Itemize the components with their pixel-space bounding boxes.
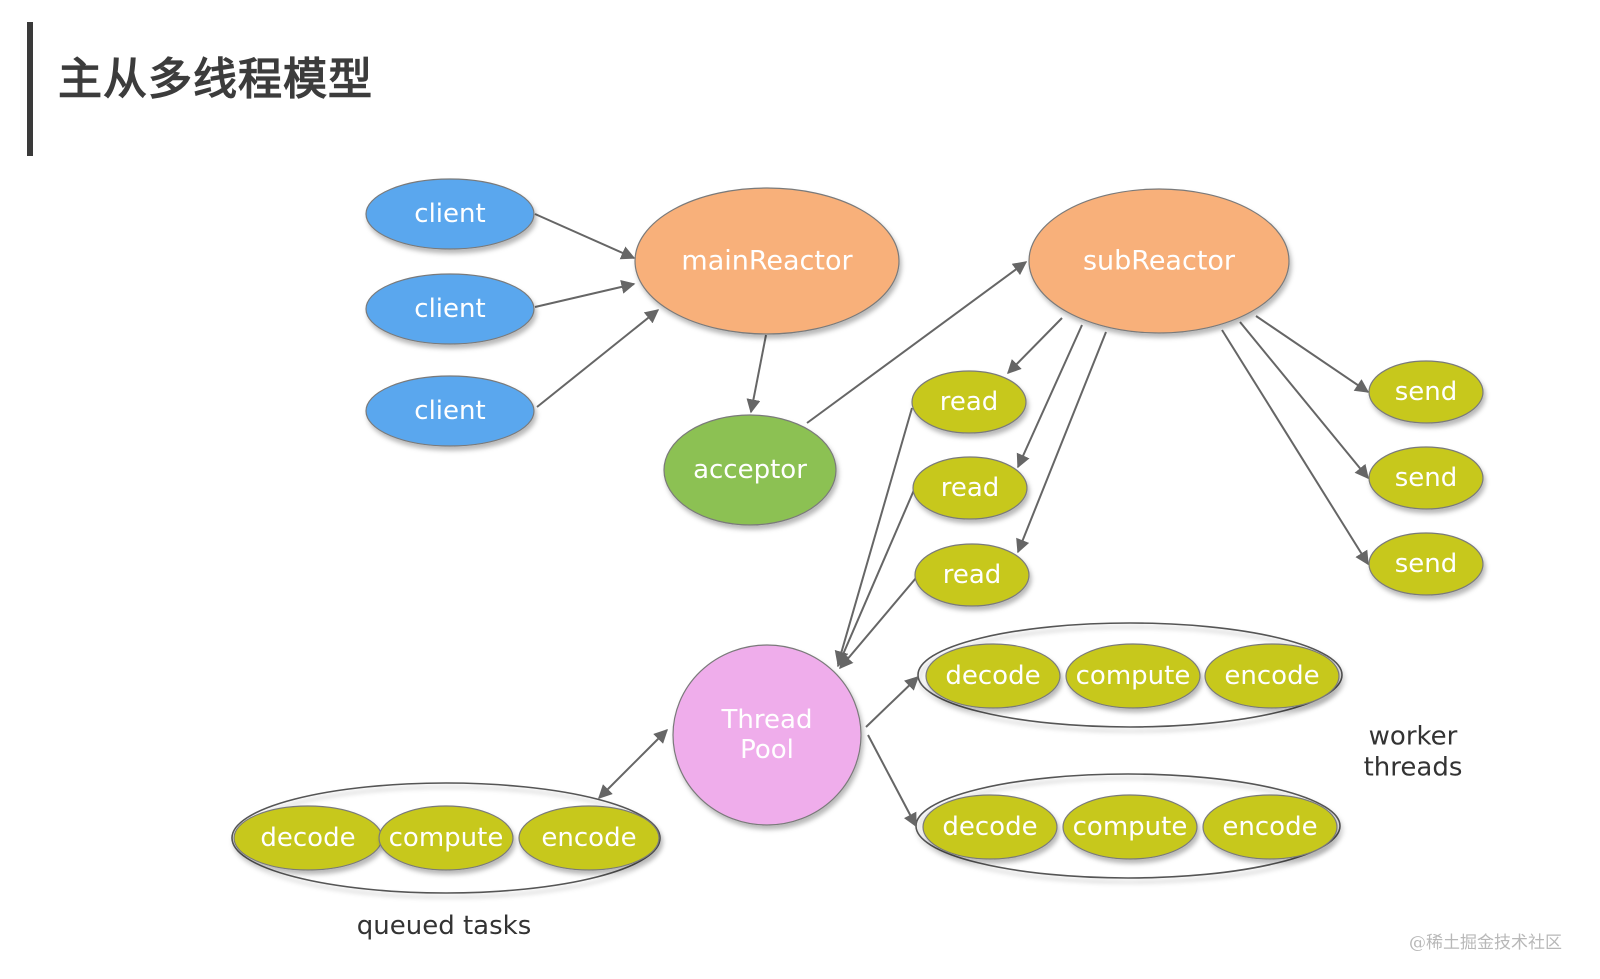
queued-tasks-label: queued tasks xyxy=(357,911,532,941)
queued-compute-node-label: compute xyxy=(389,823,504,853)
sub-reactor-node xyxy=(1028,188,1290,334)
send-node-3 xyxy=(1368,532,1484,596)
edge-sub-reactor-to-send-3 xyxy=(1221,329,1369,566)
worker-1-encode-node-label: encode xyxy=(1224,661,1319,691)
edge-sub-reactor-to-read-1 xyxy=(1007,317,1063,374)
queued-compute-node xyxy=(378,805,514,871)
worker-2-compute-node-label: compute xyxy=(1073,812,1188,842)
worker-1-decode-node-label: decode xyxy=(945,661,1040,691)
thread-pool-node xyxy=(672,644,862,826)
send-node-2 xyxy=(1368,446,1484,510)
main-reactor-node xyxy=(634,187,900,335)
read-node-3-label: read xyxy=(943,560,1002,590)
worker-1-decode-node xyxy=(925,643,1061,709)
main-reactor-node-label: mainReactor xyxy=(681,246,853,277)
client-node-3-label: client xyxy=(414,396,485,426)
client-node-3 xyxy=(365,375,535,447)
worker-2-encode-node xyxy=(1202,794,1338,860)
worker-thread-group-1 xyxy=(917,622,1343,728)
title-accent-bar xyxy=(27,22,33,156)
edge-read-1-to-thread-pool xyxy=(834,407,913,666)
edge-thread-pool-queued-tasks xyxy=(598,729,668,799)
edge-main-reactor-to-acceptor xyxy=(746,334,767,414)
edge-sub-reactor-to-read-2 xyxy=(1016,324,1083,469)
edge-thread-pool-to-worker-group-1 xyxy=(865,676,920,728)
edge-acceptor-to-sub-reactor xyxy=(806,261,1028,424)
read-node-1 xyxy=(911,370,1027,434)
queued-encode-node xyxy=(518,805,660,871)
read-node-2 xyxy=(912,456,1028,520)
queued-encode-node-label: encode xyxy=(541,823,636,853)
queued-decode-node-label: decode xyxy=(260,823,355,853)
read-node-3 xyxy=(914,543,1030,607)
worker-1-compute-node-label: compute xyxy=(1076,661,1191,691)
read-node-1-label: read xyxy=(940,387,999,417)
watermark: @稀土掘金技术社区 xyxy=(1409,933,1562,953)
send-node-1-label: send xyxy=(1395,377,1458,407)
page-title: 主从多线程模型 xyxy=(58,54,373,105)
edge-thread-pool-to-worker-group-2 xyxy=(867,734,917,828)
acceptor-node-label: acceptor xyxy=(693,455,807,485)
send-node-3-label: send xyxy=(1395,549,1458,579)
worker-2-compute-node xyxy=(1062,794,1198,860)
edge-client-3-to-main-reactor xyxy=(536,309,660,408)
worker-2-encode-node-label: encode xyxy=(1222,812,1317,842)
client-node-1 xyxy=(365,178,535,250)
client-node-2 xyxy=(365,273,535,345)
worker-1-compute-node xyxy=(1065,643,1201,709)
client-node-2-label: client xyxy=(414,294,485,324)
worker-2-decode-node xyxy=(922,794,1058,860)
worker-2-decode-node-label: decode xyxy=(942,812,1037,842)
client-node-1-label: client xyxy=(414,199,485,229)
edge-sub-reactor-to-send-2 xyxy=(1239,321,1369,480)
sub-reactor-node-label: subReactor xyxy=(1083,246,1236,277)
edge-sub-reactor-to-read-3 xyxy=(1016,331,1107,554)
edge-read-2-to-thread-pool xyxy=(836,489,915,668)
send-node-2-label: send xyxy=(1395,463,1458,493)
send-node-1 xyxy=(1368,360,1484,424)
edge-read-3-to-thread-pool xyxy=(839,577,917,670)
edge-sub-reactor-to-send-1 xyxy=(1255,315,1370,393)
edge-client-2-to-main-reactor xyxy=(534,280,636,308)
edge-client-1-to-main-reactor xyxy=(534,213,636,260)
worker-1-encode-node xyxy=(1204,643,1340,709)
acceptor-node xyxy=(663,414,837,526)
read-node-2-label: read xyxy=(941,473,1000,503)
queued-tasks-group xyxy=(231,782,661,894)
